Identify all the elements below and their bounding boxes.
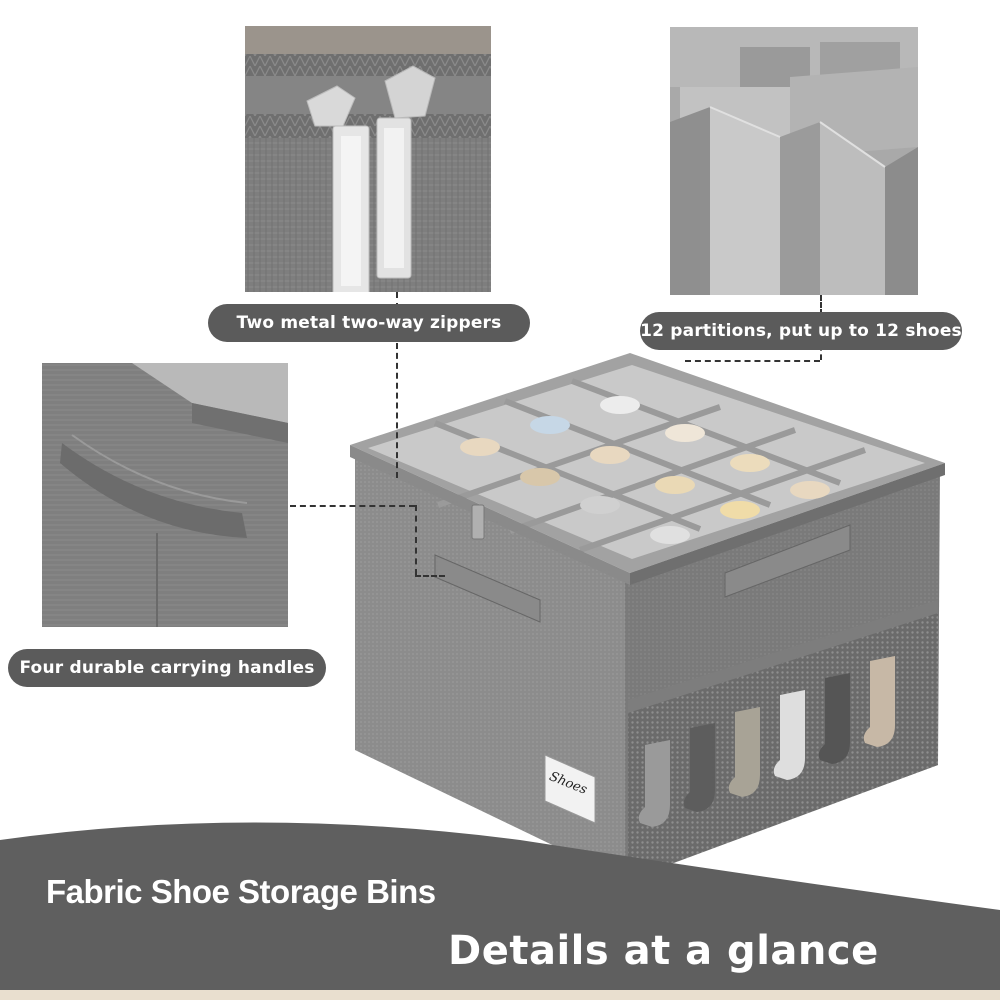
bottom-banner [0,810,1000,1000]
partitions-callout: 12 partitions, put up to 12 shoes [640,312,962,350]
zipper-pull-left [306,85,370,292]
partitions-leader-vertical [820,295,822,315]
partitions-detail-photo [670,27,918,295]
handles-leader-vertical [415,505,417,575]
zipper-detail-photo [245,26,491,292]
partitions-leader-vertical-2 [820,345,822,360]
storage-bin-illustration: Shoes [340,345,950,885]
zipper-pull-right [376,65,436,279]
zippers-callout: Two metal two-way zippers [208,304,530,342]
zipper-leader-vertical-2 [396,343,398,478]
banner-subtitle: Details at a glance [448,928,879,974]
handle-detail-photo [42,363,288,627]
handles-callout: Four durable carrying handles [8,649,326,687]
banner-title: Fabric Shoe Storage Bins [46,873,436,910]
partitions-leader-horizontal [685,360,820,362]
handles-leader-horizontal-2 [415,575,445,577]
handles-leader-horizontal [290,505,415,507]
